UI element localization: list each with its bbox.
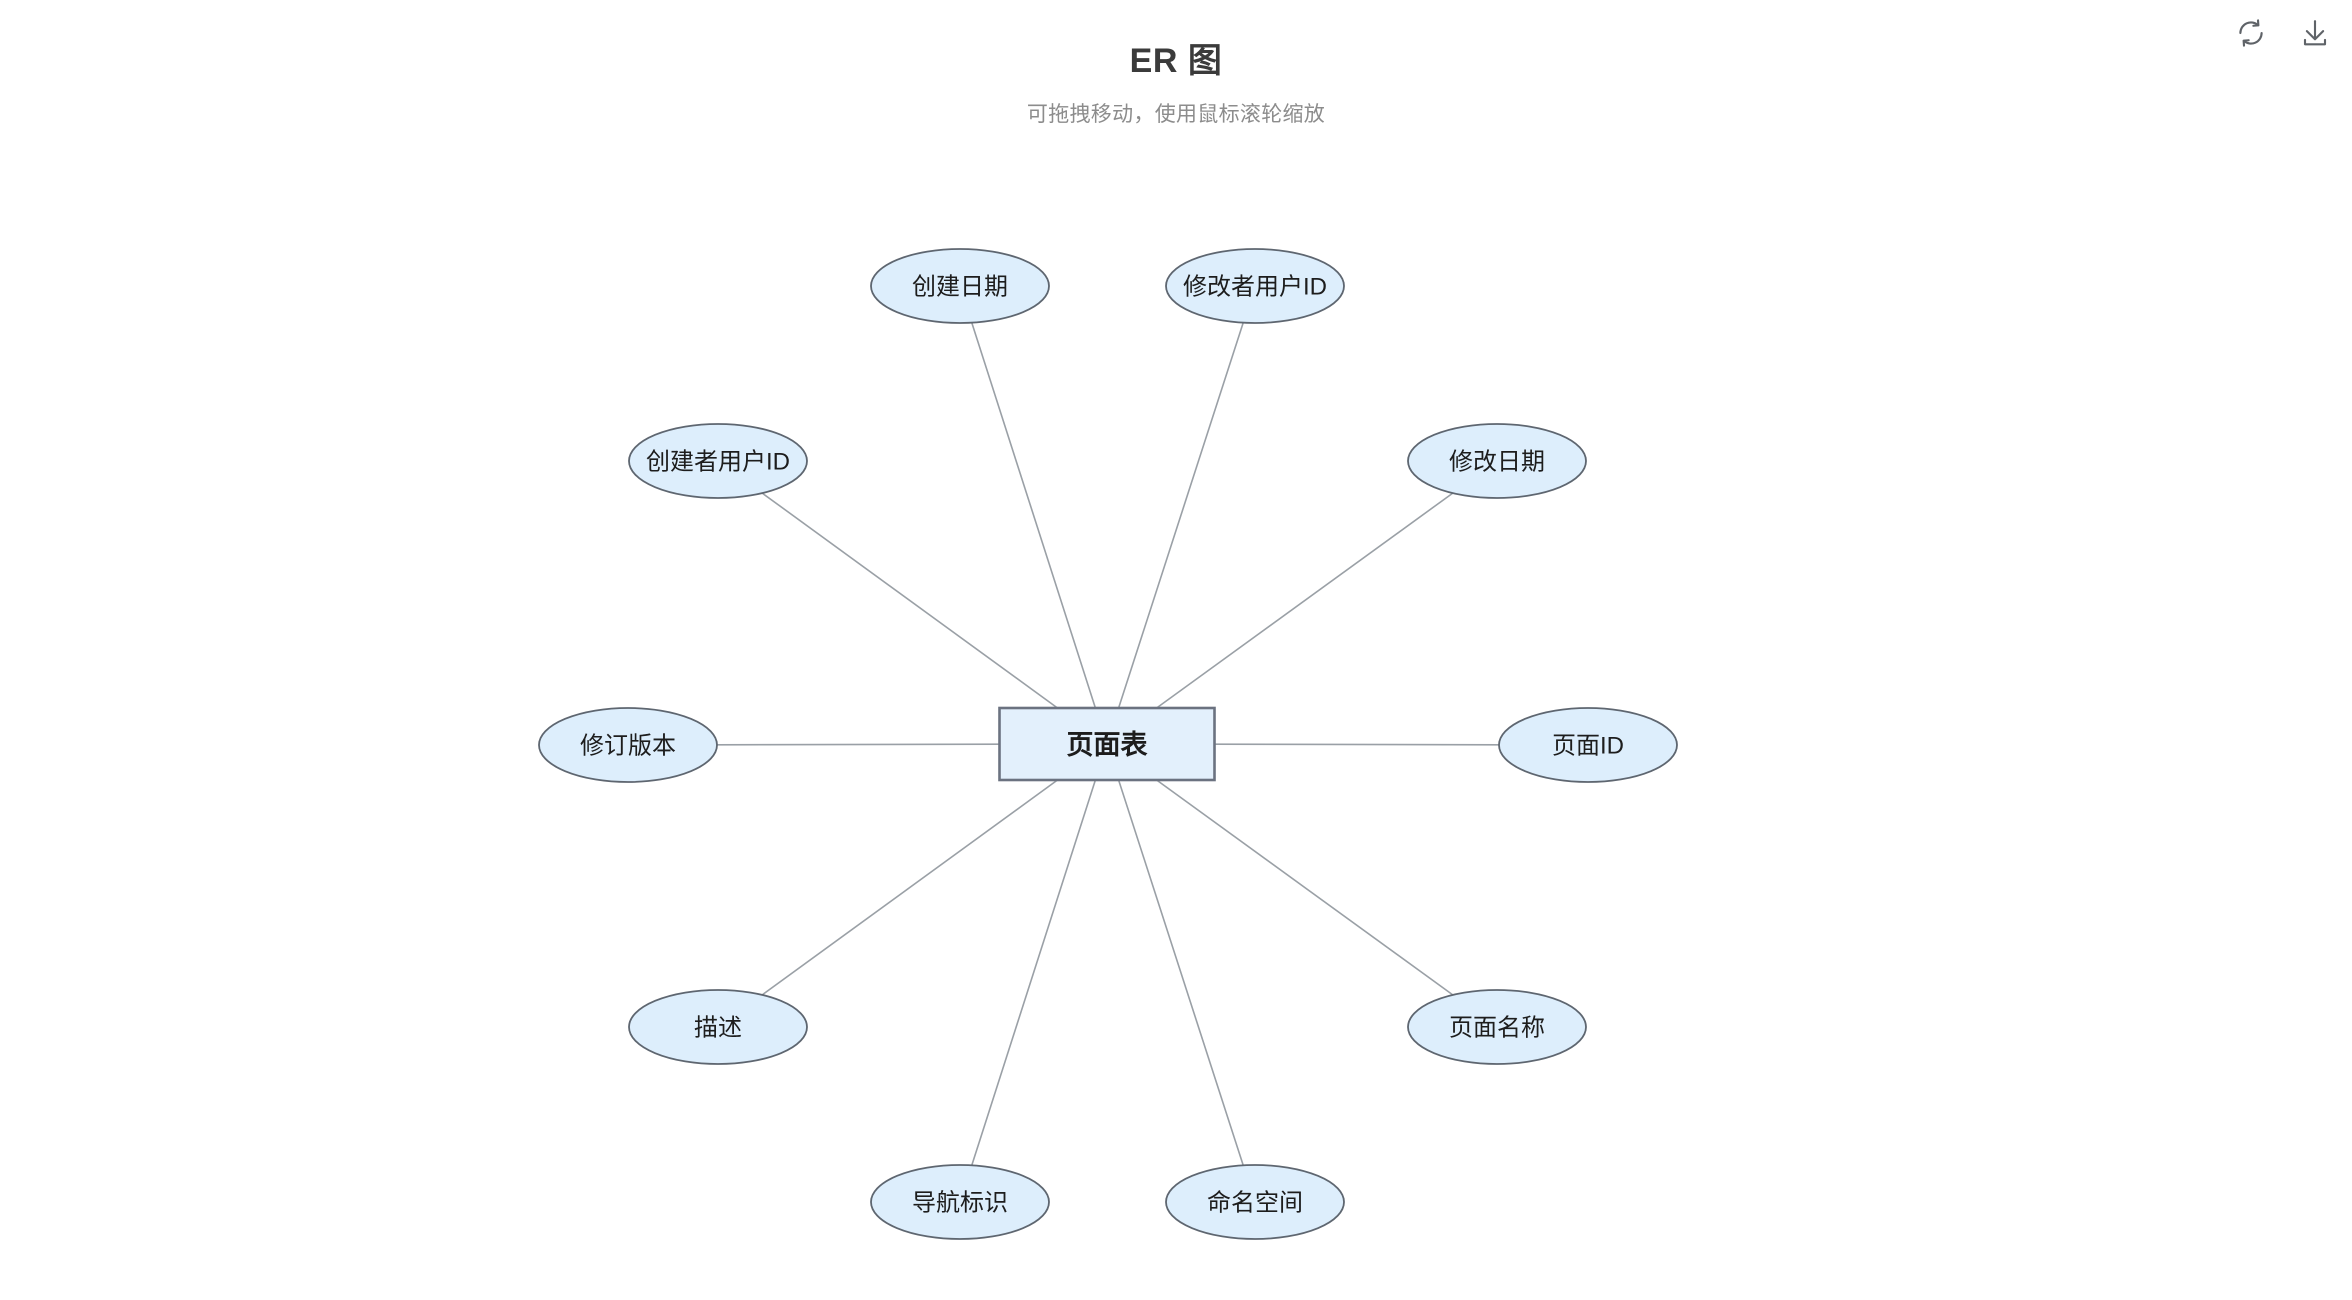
attribute-node-4[interactable]: 修订版本 (538, 707, 718, 783)
attribute-label: 创建者用户ID (646, 449, 790, 476)
attribute-label: 创建日期 (912, 274, 1008, 301)
refresh-icon (2236, 18, 2266, 48)
attribute-shape[interactable] (538, 707, 718, 783)
entity-shape[interactable] (998, 706, 1216, 782)
attribute-node-2[interactable]: 创建者用户ID (628, 423, 808, 499)
er-edge (761, 492, 1058, 709)
attribute-shape[interactable] (870, 248, 1050, 324)
er-edge (716, 743, 1000, 746)
er-edge (1117, 322, 1244, 709)
attribute-shape[interactable] (1407, 423, 1587, 499)
attribute-label: 修改日期 (1449, 449, 1545, 476)
attribute-label: 命名空间 (1207, 1190, 1303, 1217)
attribute-label: 导航标识 (912, 1190, 1008, 1217)
attribute-node-3[interactable]: 修改日期 (1407, 423, 1587, 499)
attribute-label: 修改者用户ID (1183, 274, 1327, 301)
attribute-node-8[interactable]: 导航标识 (870, 1164, 1050, 1240)
attribute-node-7[interactable]: 页面名称 (1407, 989, 1587, 1065)
er-edge (761, 779, 1058, 996)
er-edge (971, 779, 1097, 1166)
attribute-node-0[interactable]: 创建日期 (870, 248, 1050, 324)
attribute-node-9[interactable]: 命名空间 (1165, 1164, 1345, 1240)
attribute-shape[interactable] (1407, 989, 1587, 1065)
attribute-node-6[interactable]: 描述 (628, 989, 808, 1065)
attribute-shape[interactable] (1165, 1164, 1345, 1240)
download-button[interactable] (2296, 14, 2334, 52)
attribute-shape[interactable] (1165, 248, 1345, 324)
attribute-label: 描述 (694, 1015, 742, 1042)
refresh-button[interactable] (2232, 14, 2270, 52)
attribute-shape[interactable] (628, 423, 808, 499)
er-edge (1214, 743, 1500, 746)
er-edge (1156, 492, 1454, 709)
attribute-label: 页面ID (1552, 733, 1624, 760)
attribute-label: 修订版本 (580, 733, 676, 760)
attribute-shape[interactable] (628, 989, 808, 1065)
attribute-node-5[interactable]: 页面ID (1498, 707, 1678, 783)
er-edge (971, 322, 1097, 709)
download-icon (2300, 18, 2330, 48)
attribute-shape[interactable] (870, 1164, 1050, 1240)
attribute-shape[interactable] (1498, 707, 1678, 783)
attribute-node-1[interactable]: 修改者用户ID (1165, 248, 1345, 324)
diagram-toolbar (2232, 14, 2334, 52)
edge-layer (716, 322, 1500, 1166)
entity-node-页面表[interactable]: 页面表 (998, 706, 1216, 782)
er-edge (1117, 779, 1244, 1166)
er-edge (1156, 779, 1454, 996)
entity-label: 页面表 (1067, 730, 1148, 760)
attribute-label: 页面名称 (1449, 1015, 1545, 1042)
